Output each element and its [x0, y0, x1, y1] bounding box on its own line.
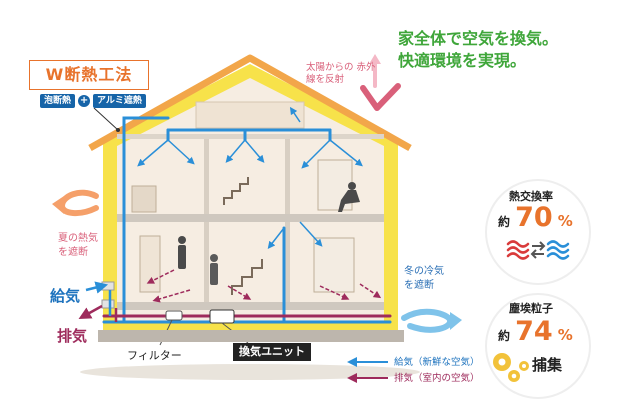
wall-lower-left: [204, 222, 209, 302]
w-insulation-method-label: W断熱工法: [29, 60, 149, 90]
winter-cold-arrowhead: [450, 312, 462, 330]
dust-value: 74: [515, 316, 553, 347]
stairs-upper: [223, 177, 249, 205]
legend-exhaust-row: 排気（室内の空気）: [346, 371, 480, 387]
external-ports: [78, 281, 118, 322]
dust-value-row: 約 74 %: [498, 316, 573, 347]
exchange-arrows-icon: [530, 241, 546, 259]
dust-caption: 捕集: [532, 356, 563, 374]
person-standing-1: [178, 236, 186, 269]
underfloor-ducts: [102, 314, 392, 324]
headline-line-1: 家全体で空気を換気。: [398, 29, 559, 48]
dust-title: 塵埃粒子: [509, 302, 553, 315]
legend-supply-text: 給気（新鮮な空気）: [394, 357, 480, 368]
door-lower-left: [139, 235, 161, 293]
wall-upper-right: [285, 139, 290, 214]
ventilation-unit-box: [209, 309, 235, 324]
attic-room: [195, 101, 305, 129]
foundation: [98, 330, 404, 342]
heat-exchange-wave-icon: [506, 240, 570, 260]
attic-slab: [117, 134, 384, 139]
airflow-legend: 給気（新鮮な空気） 排気（室内の空気）: [346, 355, 480, 387]
dust-unit: %: [557, 326, 573, 344]
filter-label: フィルター: [127, 349, 182, 362]
summer-heat-block-note: 夏の熱気 を遮断: [58, 233, 98, 258]
ground-floor-slab: [117, 302, 384, 310]
plus-icon: +: [78, 95, 91, 107]
insulation-legend-row: 泡断熱 + アルミ遮熱: [40, 94, 146, 108]
supply-outlet-arrows: [137, 106, 363, 249]
heat-exchange-value-row: 約 70 %: [498, 202, 573, 233]
summer-heat-arrow: [58, 189, 99, 216]
legend-exhaust-text: 排気（室内の空気）: [394, 373, 480, 384]
aluminum-heat-shield-badge: アルミ遮熱: [93, 94, 146, 108]
wall-upper-left: [204, 139, 209, 214]
headline-line-2: 快適環境を実現。: [398, 51, 527, 70]
dust-prefix: 約: [498, 329, 511, 343]
sun-reflection-arrow: [360, 83, 401, 111]
stairs-lower: [231, 259, 263, 295]
insulation-pointer: [93, 107, 119, 131]
insulation-pointer-dot: [116, 128, 120, 132]
cabinet-lower-right: [313, 237, 355, 293]
heat-exchange-title: 熱交換率: [509, 190, 553, 203]
winter-cold-arrow: [401, 308, 453, 333]
supply-air-label: 給気: [50, 287, 81, 305]
ground-shadow: [80, 364, 420, 380]
legend-supply-row: 給気（新鮮な空気）: [346, 355, 480, 371]
heat-exchange-prefix: 約: [498, 215, 511, 229]
winter-cold-block-note: 冬の冷気 を遮断: [404, 266, 444, 291]
sun-infrared-reflection-note: 太陽からの 赤外線を反射: [306, 62, 376, 85]
exhaust-flow-arrows: [146, 269, 382, 303]
sun-ray-arrow: [369, 54, 381, 88]
person-sitting: [338, 182, 360, 212]
summer-heat-arrowhead: [52, 196, 64, 214]
heat-exchange-value: 70: [515, 202, 553, 233]
headline: 家全体で空気を換気。 快適環境を実現。: [398, 28, 558, 72]
shelf-left: [131, 185, 157, 213]
filter-box: [165, 310, 183, 321]
second-floor-slab: [117, 214, 384, 222]
ventilation-unit-label: 換気ユニット: [233, 343, 311, 361]
foam-insulation-badge: 泡断熱: [40, 94, 76, 108]
wall-lower-right: [285, 222, 290, 302]
exhaust-air-label: 排気: [57, 327, 88, 345]
heat-exchange-unit: %: [557, 212, 573, 230]
person-standing-2: [210, 254, 218, 285]
